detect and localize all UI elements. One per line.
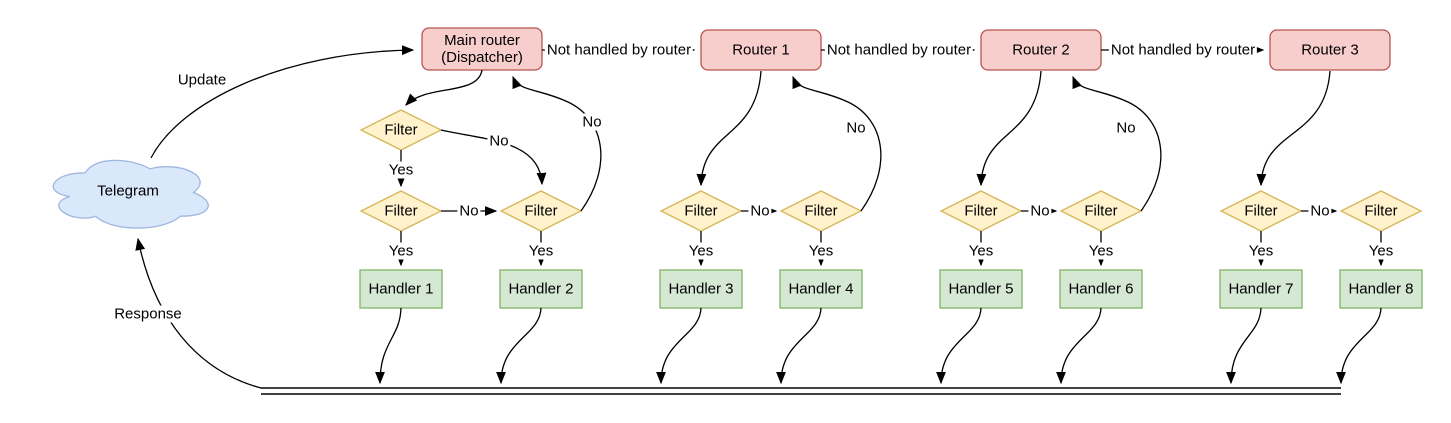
edge-handler8-to-bus [1336,307,1382,385]
telegram-label: Telegram [97,182,159,200]
edge-handler7-to-bus [1226,307,1262,385]
yes-label: Yes [386,161,416,179]
handler-1-label: Handler 1 [368,280,434,298]
handler-6-label: Handler 6 [1068,280,1134,298]
no-label: No [1308,202,1332,220]
no-label: No [1028,202,1052,220]
filter-label: Filter [1084,202,1118,220]
filter-label: Filter [964,202,998,220]
edge-router2-to-filter [976,70,1042,187]
filter-label: Filter [384,202,418,220]
edge-dispatcher-to-top-filter [405,69,483,106]
handler-7-label: Handler 7 [1228,280,1294,298]
edge-router3-to-filter [1256,70,1331,187]
edge-router1-return-no [792,75,882,212]
yes-label: Yes [806,242,836,260]
handler-1-box [359,269,443,309]
not-handled-label-3: Not handled by router [1108,41,1258,59]
dispatcher-label: Main router (Dispatcher) [441,32,523,66]
router-1-label: Router 1 [732,41,790,59]
edge-update [150,45,415,159]
yes-label: Yes [386,242,416,260]
no-label: No [580,113,604,131]
edge-handler3-to-bus [656,307,702,385]
handler-7-box [1219,269,1303,309]
handler-8-box [1339,269,1423,309]
edge-router2-return-no [1072,75,1162,212]
edge-handler5-to-bus [936,307,982,385]
filter-label: Filter [524,202,558,220]
not-handled-label-2: Not handled by router [824,41,974,59]
telegram-cloud [52,159,209,229]
dispatcher-label-line2: (Dispatcher) [441,49,523,66]
edge-handler1-to-bus [375,307,402,385]
yes-label: Yes [526,242,556,260]
handler-6-box [1059,269,1143,309]
router-3-label: Router 3 [1301,41,1359,59]
yes-label: Yes [686,242,716,260]
yes-label: Yes [1246,242,1276,260]
dispatcher-label-line1: Main router [444,32,520,49]
edge-handler6-to-bus [1056,307,1102,385]
yes-label: Yes [1086,242,1116,260]
edge-response [135,237,262,389]
handler-4-box [779,269,863,309]
filter-label: Filter [384,121,418,139]
yes-label: Yes [966,242,996,260]
handler-5-label: Handler 5 [948,280,1014,298]
handler-4-label: Handler 4 [788,280,854,298]
filter-label: Filter [1364,202,1398,220]
filter-label: Filter [804,202,838,220]
update-edge-label: Update [175,71,229,89]
edge-handler4-to-bus [776,307,822,385]
no-label: No [844,119,868,137]
response-edge-label: Response [112,305,184,323]
handler-3-label: Handler 3 [668,280,734,298]
filter-label: Filter [684,202,718,220]
handler-2-label: Handler 2 [508,280,574,298]
handler-3-box [659,269,743,309]
router-2-label: Router 2 [1012,41,1070,59]
edge-dispatcher-return-no [512,75,602,212]
edge-handler2-to-bus [496,307,542,385]
filter-label: Filter [1244,202,1278,220]
not-handled-label-1: Not handled by router [544,41,694,59]
handler-2-box [499,269,583,309]
no-label: No [748,202,772,220]
no-label: No [1114,119,1138,137]
no-label: No [487,132,511,150]
yes-label: Yes [1366,242,1396,260]
no-label: No [457,202,481,220]
edge-router1-to-filter [696,70,762,187]
router-3-box [1269,29,1391,71]
handler-8-label: Handler 8 [1348,280,1414,298]
